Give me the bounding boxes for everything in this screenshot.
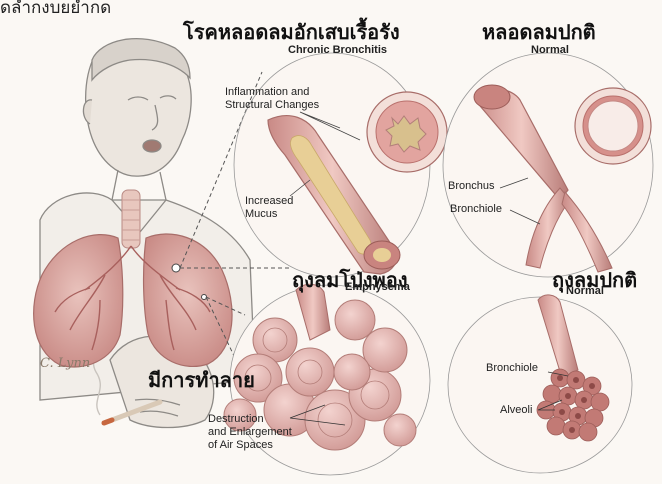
normal-airway-illustration	[443, 53, 653, 277]
emphysema-title-en: Emphysema	[345, 281, 410, 293]
normal-airway-title-en: Normal	[531, 44, 569, 56]
header-fragment: ดลำกงบยยำกด	[0, 0, 111, 21]
inflammation-label: Inflammation and Structural Changes	[225, 86, 319, 112]
damage-label: มีการทำลาย	[148, 364, 255, 396]
bronchus-label: Bronchus	[448, 180, 494, 193]
destruction-label: Destruction and Enlargement of Air Space…	[208, 413, 292, 452]
bronchiole-label: Bronchiole	[450, 203, 502, 216]
mucus-label: Increased Mucus	[245, 195, 293, 221]
alveoli-label: Alveoli	[500, 404, 532, 417]
normal-alveoli-illustration	[448, 295, 632, 473]
chronic-bronchitis-title-en: Chronic Bronchitis	[288, 44, 387, 56]
normal-alveoli-title-en: Normal	[566, 285, 604, 297]
artist-signature: C. Lynn	[40, 356, 90, 371]
alveoli-bronchiole-label: Bronchiole	[486, 362, 538, 375]
